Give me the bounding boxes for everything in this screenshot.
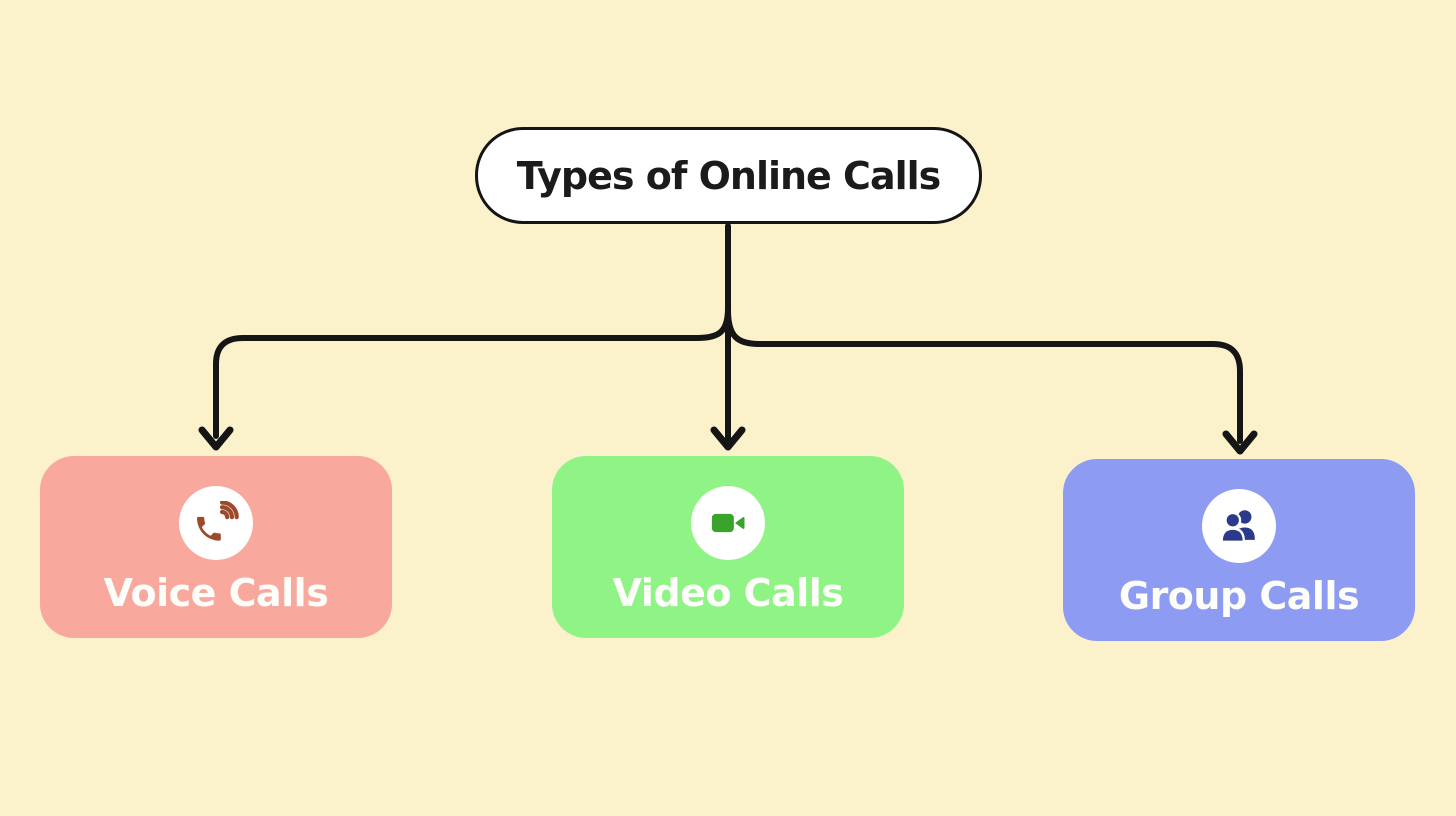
title-node: Types of Online Calls — [475, 127, 982, 224]
node-video-calls: Video Calls — [552, 456, 904, 638]
diagram-title: Types of Online Calls — [516, 153, 942, 198]
video-camera-icon — [711, 513, 745, 533]
group-people-icon — [1220, 510, 1255, 543]
voice-icon-circle — [179, 486, 253, 560]
phone-volume-icon — [197, 501, 239, 541]
node-group-calls: Group Calls — [1063, 459, 1415, 641]
video-icon-circle — [691, 486, 765, 560]
node-label: Group Calls — [1118, 574, 1360, 618]
node-voice-calls: Voice Calls — [40, 456, 392, 638]
group-icon-circle — [1202, 489, 1276, 563]
node-label: Video Calls — [612, 571, 844, 615]
node-label: Voice Calls — [103, 571, 329, 615]
